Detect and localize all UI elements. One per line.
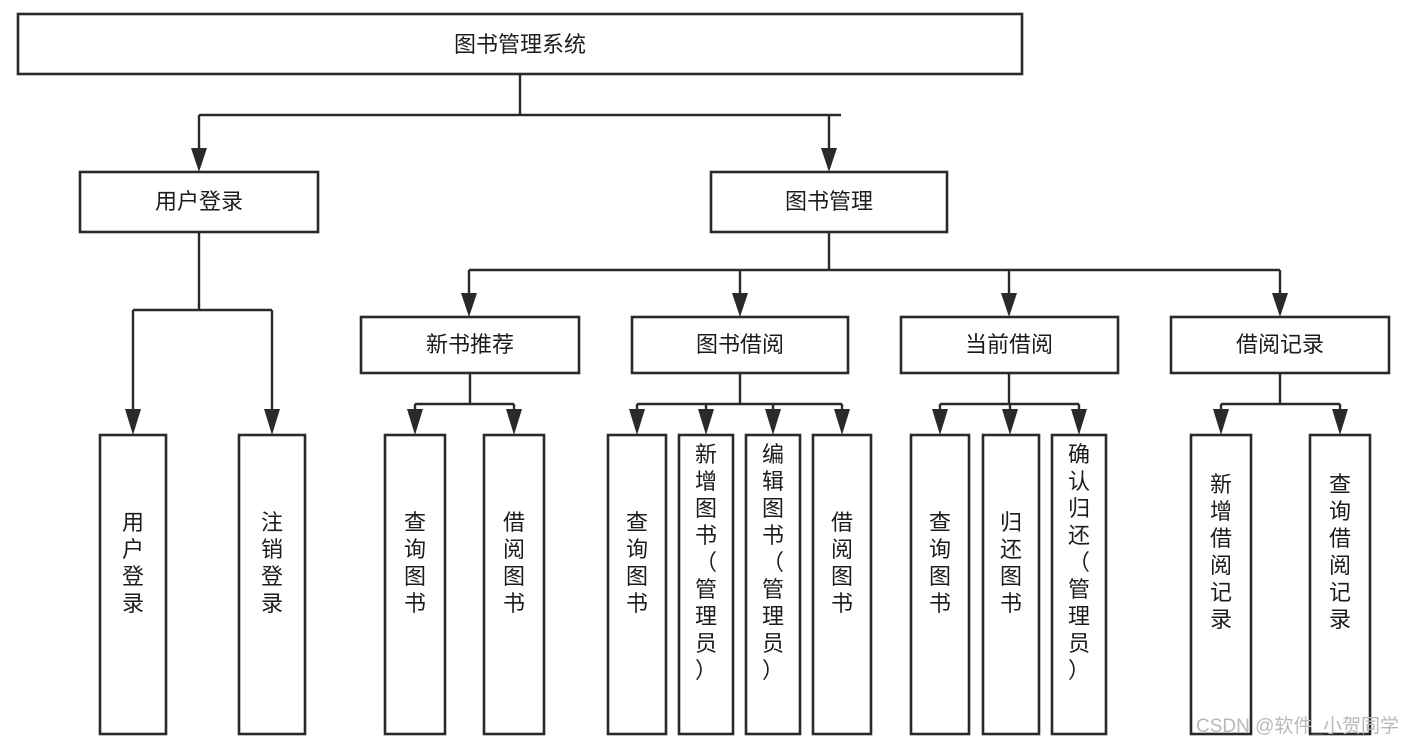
arrow-head-leaf-borrow-book-1 — [506, 409, 522, 435]
arrow-head-borrow-record — [1272, 293, 1288, 317]
node-root[interactable]: 图书管理系统 — [16, 12, 1024, 76]
arrow-head-leaf-return-book — [1002, 409, 1018, 435]
leaf-edit-book-label: 编辑图书（管理员） — [762, 442, 784, 683]
leaf-query-book-1[interactable]: 查询图书 — [383, 433, 447, 736]
arrow-head-leaf-query-book-3 — [932, 409, 948, 435]
arrow-head-book-borrow — [732, 293, 748, 317]
node-book-manage[interactable]: 图书管理 — [709, 170, 949, 234]
arrow-head-leaf-confirm-return — [1071, 409, 1087, 435]
node-new-book-rec-box[interactable] — [359, 315, 581, 375]
leaf-query-book-2-label: 查询图书 — [626, 510, 648, 616]
leaf-user-logout-box[interactable] — [237, 433, 307, 736]
leaf-add-book-box[interactable] — [677, 433, 735, 736]
leaf-query-book-3-box[interactable] — [909, 433, 971, 736]
leaf-query-book-1-box[interactable] — [383, 433, 447, 736]
arrow-head-leaf-user-login — [125, 409, 141, 435]
arrow-head-book-manage — [821, 148, 837, 172]
arrow-head-leaf-query-book-1 — [407, 409, 423, 435]
leaf-query-book-2[interactable]: 查询图书 — [606, 433, 668, 736]
leaf-add-book[interactable]: 新增图书（管理员） — [677, 433, 735, 736]
node-user-login-label: 用户登录 — [155, 189, 243, 214]
leaf-add-book-label: 新增图书（管理员） — [695, 442, 717, 683]
leaf-query-record[interactable]: 查询借阅记录 — [1308, 433, 1372, 736]
leaf-user-logout-label: 注销登录 — [261, 510, 283, 616]
leaf-add-record-label: 新增借阅记录 — [1210, 472, 1232, 632]
leaf-query-book-1-label: 查询图书 — [404, 510, 426, 616]
leaf-query-record-box[interactable] — [1308, 433, 1372, 736]
leaf-query-record-label: 查询借阅记录 — [1329, 472, 1351, 632]
arrow-head-leaf-query-book-2 — [629, 409, 645, 435]
connector-layer — [125, 74, 1348, 435]
node-user-login-box[interactable] — [78, 170, 320, 234]
node-borrow-record[interactable]: 借阅记录 — [1169, 315, 1391, 375]
arrow-head-leaf-query-record — [1332, 409, 1348, 435]
node-book-borrow-box[interactable] — [630, 315, 850, 375]
leaf-query-book-3-label: 查询图书 — [929, 510, 951, 616]
node-new-book-rec[interactable]: 新书推荐 — [359, 315, 581, 375]
arrow-head-leaf-user-logout — [264, 409, 280, 435]
node-user-login[interactable]: 用户登录 — [78, 170, 320, 234]
leaf-user-login[interactable]: 用户登录 — [98, 433, 168, 736]
node-book-manage-label: 图书管理 — [785, 189, 873, 214]
leaf-confirm-return-box[interactable] — [1050, 433, 1108, 736]
leaf-borrow-book-2-box[interactable] — [811, 433, 873, 736]
leaf-return-book-label: 归还图书 — [1000, 510, 1022, 616]
leaf-edit-book-box[interactable] — [744, 433, 802, 736]
leaf-borrow-book-2[interactable]: 借阅图书 — [811, 433, 873, 736]
arrow-head-user-login — [191, 148, 207, 172]
node-book-manage-box[interactable] — [709, 170, 949, 234]
csdn-watermark: CSDN @软件_小贺同学 — [1196, 715, 1399, 737]
leaf-add-record-box[interactable] — [1189, 433, 1253, 736]
arrow-head-leaf-add-book — [698, 409, 714, 435]
leaf-return-book-box[interactable] — [981, 433, 1041, 736]
leaf-user-logout[interactable]: 注销登录 — [237, 433, 307, 736]
node-current-borrow-label: 当前借阅 — [965, 332, 1053, 357]
node-new-book-rec-label: 新书推荐 — [426, 332, 514, 357]
node-current-borrow-box[interactable] — [899, 315, 1120, 375]
leaf-user-login-box[interactable] — [98, 433, 168, 736]
leaf-user-login-label: 用户登录 — [122, 510, 144, 616]
leaf-return-book[interactable]: 归还图书 — [981, 433, 1041, 736]
arrow-head-leaf-borrow-book-2 — [834, 409, 850, 435]
leaf-confirm-return-label: 确认归还（管理员） — [1068, 442, 1090, 683]
leaf-query-book-2-box[interactable] — [606, 433, 668, 736]
leaf-borrow-book-1-label: 借阅图书 — [503, 510, 525, 616]
node-book-borrow-label: 图书借阅 — [696, 332, 784, 357]
leaf-add-record[interactable]: 新增借阅记录 — [1189, 433, 1253, 736]
node-borrow-record-box[interactable] — [1169, 315, 1391, 375]
leaf-borrow-book-1-box[interactable] — [482, 433, 546, 736]
leaf-borrow-book-1[interactable]: 借阅图书 — [482, 433, 546, 736]
node-root-box[interactable] — [16, 12, 1024, 76]
arrow-head-leaf-edit-book — [765, 409, 781, 435]
arrow-head-new-book-rec — [461, 293, 477, 317]
leaf-edit-book[interactable]: 编辑图书（管理员） — [744, 433, 802, 736]
node-current-borrow[interactable]: 当前借阅 — [899, 315, 1120, 375]
node-root-label: 图书管理系统 — [454, 32, 586, 57]
leaf-borrow-book-2-label: 借阅图书 — [831, 510, 853, 616]
leaf-query-book-3[interactable]: 查询图书 — [909, 433, 971, 736]
leaf-confirm-return[interactable]: 确认归还（管理员） — [1050, 433, 1108, 736]
arrow-head-current-borrow — [1001, 293, 1017, 317]
node-borrow-record-label: 借阅记录 — [1236, 332, 1324, 357]
node-book-borrow[interactable]: 图书借阅 — [630, 315, 850, 375]
arrow-head-leaf-add-record — [1213, 409, 1229, 435]
